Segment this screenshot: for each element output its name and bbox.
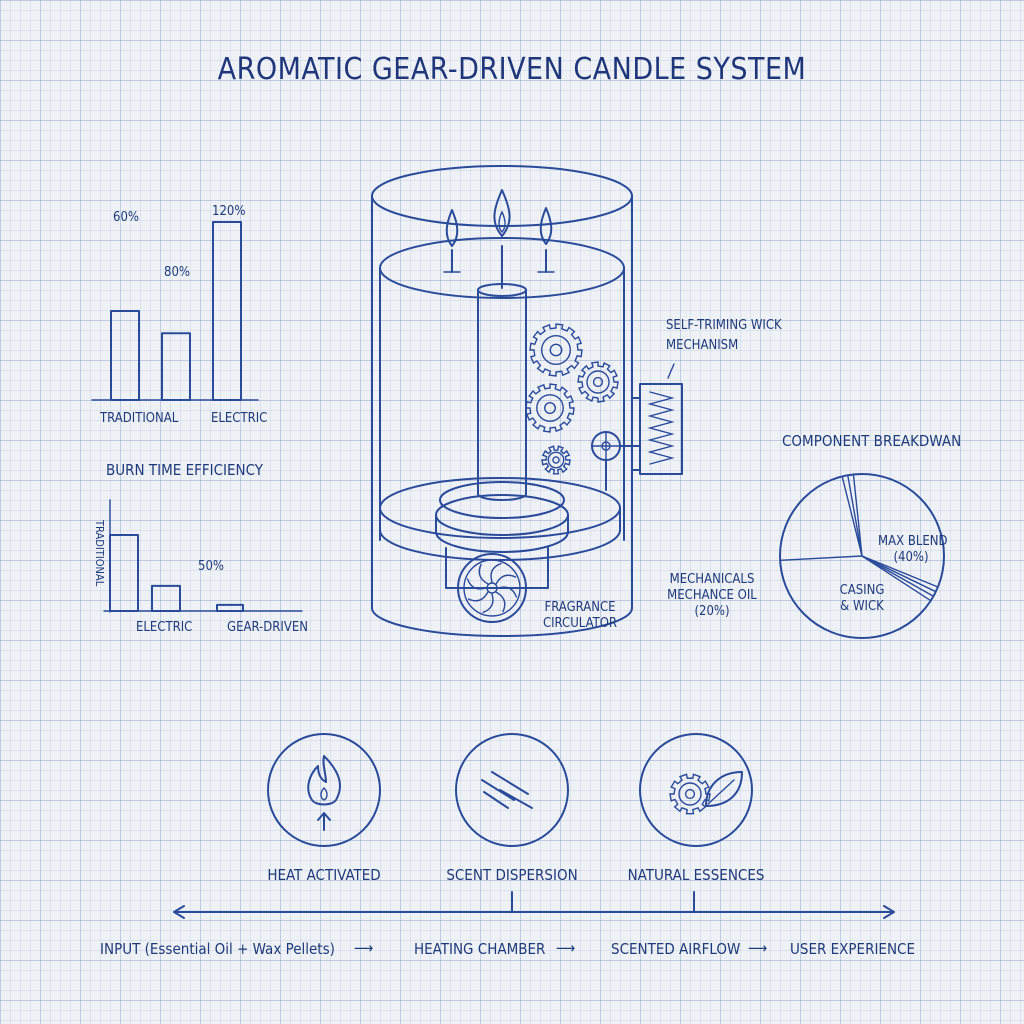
- flow-arrow: ⟶: [748, 939, 768, 957]
- pie-slice-edge: [847, 474, 863, 557]
- pillar-base-ring: [439, 481, 565, 519]
- flow-step-experience: USER EXPERIENCE: [790, 940, 915, 958]
- pie-slice-edge: [861, 555, 939, 588]
- flow-step-input: INPUT (Essential Oil + Wax Pellets): [100, 940, 335, 958]
- fan-outer-ring: [457, 553, 527, 623]
- flame-icon: [307, 755, 341, 831]
- pie-slice-label: CASING: [839, 583, 885, 598]
- pie-slice-label: MAX BLEND: [878, 534, 948, 549]
- oil-label: MECHANCE OIL: [667, 588, 757, 603]
- fan-label: FRAGRANCE: [544, 600, 616, 615]
- gear-icon: [577, 361, 619, 403]
- heat-icon-circle: [267, 733, 381, 847]
- wick-label-leader: [667, 363, 675, 379]
- flame-right: [537, 207, 555, 273]
- chart1-category-label: TRADITIONAL: [100, 411, 179, 426]
- fan-blade: [467, 591, 489, 602]
- page-title: AROMATIC GEAR-DRIVEN CANDLE SYSTEM: [217, 52, 807, 87]
- chart1-value-label: 60%: [113, 210, 139, 225]
- feature-label-scent: SCENT DISPERSION: [446, 866, 578, 884]
- candle-canister: [371, 165, 683, 637]
- chart2-bar: [216, 603, 244, 612]
- leaf-icon: [705, 771, 743, 807]
- feature-label-essence: NATURAL ESSENCES: [627, 866, 765, 884]
- gear-train: [525, 323, 619, 475]
- gear-icon: [541, 445, 571, 475]
- base-platform-top: [379, 477, 621, 539]
- pillar-bottom: [477, 493, 527, 501]
- chart2-category-label: GEAR-DRIVEN: [227, 620, 308, 635]
- timeline-arrow-left: [173, 905, 185, 919]
- scent-icon-circle: [455, 733, 569, 847]
- chart1-category-label: ELECTRIC: [211, 411, 268, 426]
- airflow-icon: [481, 771, 533, 809]
- flow-arrow: ⟶: [354, 939, 374, 957]
- pie-slice-edge: [852, 473, 863, 557]
- chart1-value-label: 120%: [212, 204, 246, 219]
- fan-blade: [482, 593, 494, 614]
- chart2-bar: [151, 584, 181, 612]
- valve-wheel: [591, 431, 641, 491]
- fan-assembly: [445, 547, 549, 623]
- flow-arrow: ⟶: [556, 939, 576, 957]
- feature-icons: [267, 733, 753, 847]
- chart1-bar: [212, 221, 242, 401]
- efficiency-bar-chart: [91, 221, 259, 401]
- flame-left: [443, 209, 461, 273]
- component-pie-chart: [779, 473, 945, 639]
- fan-label: CIRCULATOR: [542, 616, 618, 631]
- flow-step-heating: HEATING CHAMBER: [414, 940, 546, 958]
- oil-label: MECHANICALS: [669, 572, 755, 587]
- chart1-bar: [161, 332, 191, 401]
- burn-time-bar-chart: [103, 499, 303, 613]
- flow-step-airflow: SCENTED AIRFLOW: [611, 940, 741, 958]
- fan-blade: [495, 591, 506, 613]
- gear-icon: [529, 323, 583, 377]
- oil-label: (20%): [694, 604, 730, 619]
- pie-slice-sub: (40%): [893, 550, 929, 565]
- pie-slice-sub: & WICK: [840, 599, 884, 614]
- spring-coil: [647, 391, 675, 465]
- pie-slice-edge: [861, 555, 937, 593]
- wick-mechanism-label: MECHANISM: [666, 338, 739, 353]
- pie-slice-edge: [861, 555, 932, 602]
- timeline-arrow-right: [883, 905, 895, 919]
- fan-blade: [466, 578, 487, 590]
- flame-center: [493, 189, 511, 289]
- pie-outline: [779, 473, 945, 639]
- feature-label-heat: HEAT ACTIVATED: [267, 866, 381, 884]
- spring-housing: [639, 383, 683, 475]
- chart1-value-label: 80%: [164, 265, 190, 280]
- gear-icon: [669, 773, 711, 815]
- base-platform-side: [379, 507, 621, 561]
- canister-bottom-rim: [371, 607, 633, 637]
- gear-leaf-icon: [669, 771, 743, 815]
- flow-timeline: [173, 891, 895, 919]
- turntable-side: [435, 514, 569, 553]
- wick-mechanism-label: SELF-TRIMING WICK: [666, 318, 782, 333]
- fan-blade: [497, 586, 518, 598]
- chart2-bar: [109, 534, 139, 612]
- essence-icon-circle: [639, 733, 753, 847]
- chart2-axis-label: TRADITIONAL: [93, 520, 106, 587]
- pie-title: COMPONENT BREAKDWAN: [782, 432, 962, 450]
- pie-slice-edge: [841, 475, 863, 557]
- gear-icon: [525, 383, 575, 433]
- chart2-annotation: 50%: [198, 559, 224, 574]
- pie-slice-edge: [861, 555, 935, 597]
- chart2-category-label: ELECTRIC: [136, 620, 193, 635]
- wick-trim-spring: [631, 363, 683, 475]
- fan-blade: [495, 574, 517, 585]
- chart2-title: BURN TIME EFFICIENCY: [106, 461, 264, 479]
- pie-slice-edge: [779, 555, 863, 561]
- canister-top-rim: [371, 165, 633, 227]
- chart1-bar: [110, 310, 140, 401]
- fan-blade: [478, 563, 489, 585]
- fan-blade: [490, 562, 502, 583]
